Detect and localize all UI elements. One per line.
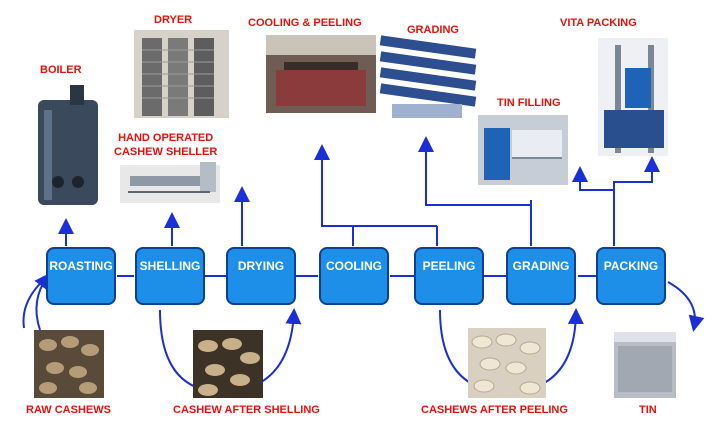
label-tin: TIN <box>639 404 657 416</box>
label-cooling-peeling: COOLING & PEELING <box>248 17 362 29</box>
cashews-after-peeling-image <box>468 328 546 398</box>
step-label: COOLING <box>326 259 382 273</box>
label-tin-filling: TIN FILLING <box>497 97 561 109</box>
step-shelling: SHELLING <box>135 247 205 305</box>
arrow-raw-to-roasting <box>34 272 51 331</box>
step-peeling: PEELING <box>414 247 484 305</box>
raw-cashews-image <box>34 330 104 398</box>
tin-image <box>614 332 676 398</box>
label-cashew-after-shelling: CASHEW AFTER SHELLING <box>173 404 320 416</box>
step-label: PACKING <box>603 259 659 273</box>
arrow-raw-loop <box>22 275 49 329</box>
step-label: DRYING <box>237 259 285 273</box>
tin-filling-image <box>478 115 568 185</box>
label-cashews-after-peeling: CASHEWS AFTER PEELING <box>421 404 568 416</box>
label-raw-cashews: RAW CASHEWS <box>26 404 111 416</box>
step-grading: GRADING <box>506 247 576 305</box>
arrow-grading-machine <box>418 136 532 246</box>
step-label: PEELING <box>422 259 476 273</box>
label-hand-sheller: HAND OPERATED CASHEW SHELLER <box>114 131 217 159</box>
hand-sheller-image <box>120 162 220 203</box>
label-boiler: BOILER <box>40 64 82 76</box>
cashew-after-shelling-image <box>193 330 263 398</box>
label-dryer: DRYER <box>154 14 193 26</box>
step-drying: DRYING <box>226 247 296 305</box>
arrow-packing-tinfilling <box>572 166 615 246</box>
step-label: SHELLING <box>139 259 201 273</box>
step-label: GRADING <box>512 259 570 273</box>
dryer-image <box>134 30 229 118</box>
step-roasting: ROASTING <box>46 247 116 305</box>
label-hand-sheller-line1: HAND OPERATED <box>118 132 214 144</box>
label-vita-packing: VITA PACKING <box>560 17 637 29</box>
arrow-packing-to-tin <box>667 281 705 332</box>
vita-packing-image <box>598 38 668 156</box>
cooling-peeling-image <box>266 35 376 113</box>
label-hand-sheller-line2: CASHEW SHELLER <box>114 146 218 158</box>
boiler-image <box>38 85 98 205</box>
label-grading-machine: GRADING <box>407 24 459 36</box>
step-cooling: COOLING <box>319 247 389 305</box>
step-packing: PACKING <box>596 247 666 305</box>
grading-image <box>379 35 477 118</box>
step-label: ROASTING <box>49 259 113 273</box>
